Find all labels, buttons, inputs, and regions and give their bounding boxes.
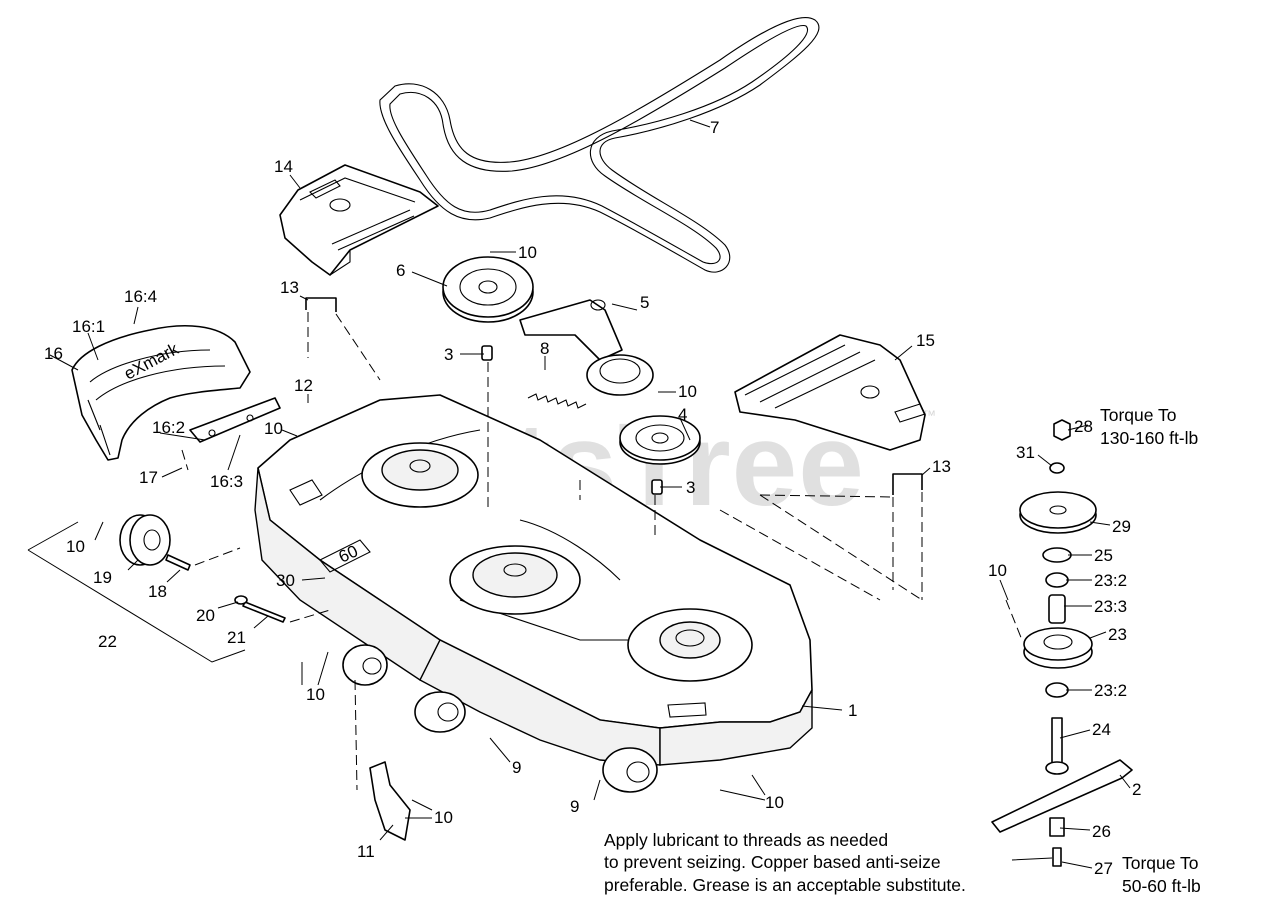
deck-spindle-left (361, 442, 479, 508)
callout-21: 21 (227, 628, 246, 647)
callout-19: 19 (93, 568, 112, 587)
callout-10-pulley4: 10 (678, 382, 697, 401)
spindle-housing (1023, 627, 1093, 669)
torque-bolt-value: 50-60 ft-lb (1122, 876, 1201, 896)
callout-11: 11 (357, 842, 375, 861)
blade-bolt-washer (1049, 817, 1065, 837)
callout-10-caster: 10 (66, 537, 85, 556)
note-line-3: preferable. Grease is an acceptable subs… (604, 875, 966, 895)
assembly-lines (181, 312, 1023, 791)
leader-lines (49, 119, 1131, 869)
belt (379, 17, 820, 273)
callout-10-scalp: 10 (434, 808, 453, 827)
spindle-pulley (1019, 491, 1097, 534)
callout-10-top: 10 (518, 243, 537, 262)
callout-10-bracket: 10 (264, 419, 283, 438)
deck-spindle-center (449, 545, 581, 615)
idler-pulley-5 (586, 354, 654, 396)
note-line-2: to prevent seizing. Copper based anti-se… (604, 852, 941, 872)
bolt-21 (242, 601, 286, 623)
shield-bracket (189, 397, 281, 443)
spindle-spacer (1048, 594, 1066, 624)
callout-30: 30 (276, 571, 295, 590)
callout-7: 7 (710, 118, 719, 137)
callout-10-deck-right: 10 (765, 793, 784, 812)
callout-2: 2 (1132, 780, 1141, 799)
u-bolt-left (305, 297, 337, 312)
callout-3-lower: 3 (686, 478, 695, 497)
callouts: 1 2 3 3 4 5 6 7 8 9 9 10 10 10 10 10 10 … (44, 118, 1141, 878)
callout-16-2: 16:2 (152, 418, 185, 437)
callout-24: 24 (1092, 720, 1111, 739)
callout-9-right: 9 (570, 797, 579, 816)
callout-8: 8 (540, 339, 549, 358)
callout-16: 16 (44, 344, 63, 363)
spindle-washer-25 (1042, 547, 1072, 563)
callout-3-upper: 3 (444, 345, 453, 364)
callout-5: 5 (640, 293, 649, 312)
caster-wheel (119, 514, 171, 566)
callout-20: 20 (196, 606, 215, 625)
spindle-bearing-lower (1045, 682, 1069, 698)
callout-17: 17 (139, 468, 158, 487)
callout-28: 28 (1074, 417, 1093, 436)
callout-13-right: 13 (932, 457, 951, 476)
deck-wheel-front-left (414, 691, 466, 733)
callout-12: 12 (294, 376, 313, 395)
pulley-6 (442, 256, 534, 323)
idler-arm (519, 299, 623, 361)
callout-14: 14 (274, 157, 293, 176)
callout-27: 27 (1094, 859, 1113, 878)
spacer-upper (481, 345, 493, 361)
callout-26: 26 (1092, 822, 1111, 841)
callout-6: 6 (396, 261, 405, 280)
belt-cover-right (734, 334, 926, 451)
callout-13-left: 13 (280, 278, 299, 297)
torque-nut-value: 130-160 ft-lb (1100, 428, 1198, 448)
torque-nut-title: Torque To (1100, 405, 1177, 425)
callout-25: 25 (1094, 546, 1113, 565)
callout-4: 4 (678, 405, 687, 424)
belt-cover-left (279, 164, 439, 276)
callout-15: 15 (916, 331, 935, 350)
spindle-shaft (1045, 717, 1069, 775)
callout-23-2-upper: 23:2 (1094, 571, 1127, 590)
callout-23-2-lower: 23:2 (1094, 681, 1127, 700)
pulley-4 (619, 415, 701, 465)
callout-31: 31 (1016, 443, 1035, 462)
spring (527, 393, 587, 409)
deck-spindle-right (627, 608, 753, 682)
blade-bolt (1052, 847, 1062, 867)
spindle-washer-31 (1049, 462, 1065, 474)
callout-16-4: 16:4 (124, 287, 157, 306)
u-bolt-right (892, 473, 923, 495)
deck-wheel-front-right (602, 747, 658, 793)
torque-bolt-title: Torque To (1122, 853, 1199, 873)
mower-blade (991, 759, 1133, 833)
deck-wheel-side (342, 644, 388, 686)
callout-1: 1 (848, 701, 857, 720)
callout-23: 23 (1108, 625, 1127, 644)
anti-scalp-bracket (369, 761, 411, 841)
spindle-nut (1053, 419, 1071, 441)
callout-16-1: 16:1 (72, 317, 105, 336)
spindle-bearing-upper (1045, 572, 1069, 588)
wheel-bolt-18 (165, 554, 191, 571)
callout-10-deck-left: 10 (306, 685, 325, 704)
callout-9-center: 9 (512, 758, 521, 777)
callout-18: 18 (148, 582, 167, 601)
kit-bracket (27, 521, 246, 663)
callout-29: 29 (1112, 517, 1131, 536)
watermark-trademark: ™ (922, 407, 936, 423)
callout-23-3: 23:3 (1094, 597, 1127, 616)
callout-16-3: 16:3 (210, 472, 243, 491)
callout-22: 22 (98, 632, 117, 651)
note-line-1: Apply lubricant to threads as needed (604, 830, 888, 850)
callout-10-spindle: 10 (988, 561, 1007, 580)
deflector-shield: eXmark (71, 325, 251, 461)
